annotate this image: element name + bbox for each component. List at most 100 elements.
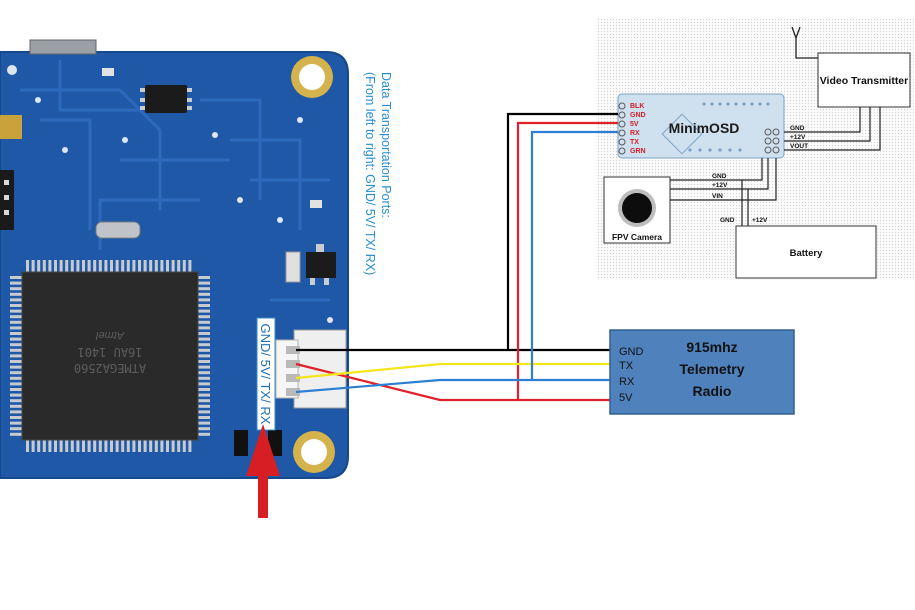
wire-rx — [295, 378, 610, 394]
camera-wire-label-12v: +12V — [712, 182, 728, 189]
chip-pin — [132, 440, 136, 452]
port-note: Data Transportation Ports: (From left to… — [363, 72, 393, 275]
wire-5v — [295, 362, 610, 402]
chip-pin — [59, 440, 63, 452]
chip-pin — [10, 309, 22, 313]
wire-rx-osd — [530, 130, 618, 380]
chip-pin — [10, 287, 22, 291]
wire-gnd-osd — [506, 112, 618, 350]
chip-pin — [104, 260, 108, 272]
chip-pin — [54, 440, 57, 452]
chip-pin — [10, 315, 22, 319]
battery-wire-label-12v: +12V — [752, 217, 768, 224]
chip-pin — [154, 260, 158, 272]
radio-pin-gnd: GND — [619, 346, 644, 358]
component-orange — [0, 115, 22, 139]
chip-pin — [59, 260, 63, 272]
chip-pin — [126, 440, 130, 452]
flight-controller-board: ATMEGA2560 16AU 1401 Atmel GND/ 5V/ TX/ … — [0, 39, 349, 479]
led-right — [268, 430, 282, 456]
wires — [295, 112, 618, 402]
chip-pin — [10, 427, 22, 431]
chip-pin — [10, 292, 22, 296]
chip-pin — [198, 371, 210, 375]
chip-pin — [198, 326, 210, 330]
camera-wire-label-gnd: GND — [712, 173, 727, 180]
chip-pin — [182, 260, 186, 272]
chip-pin — [48, 440, 52, 452]
chip-pin — [138, 440, 141, 452]
chip-pin — [198, 432, 210, 436]
chip-pin — [10, 326, 22, 330]
chip-pin — [182, 440, 186, 452]
wire-5v-osd — [516, 121, 618, 400]
chip-pin — [198, 332, 210, 335]
chip-pin — [198, 354, 210, 358]
chip-pin — [37, 440, 41, 452]
chip-pin — [10, 410, 22, 414]
chip-pin — [198, 348, 210, 352]
chip-pin — [110, 440, 113, 452]
chip-pin — [198, 427, 210, 431]
minimosd-title: MinimOSD — [669, 120, 740, 136]
radio-title-line1: 915mhz — [686, 339, 737, 355]
chip-pin — [198, 410, 210, 414]
chip-pin — [121, 260, 125, 272]
chip-pin — [31, 260, 35, 272]
chip-pin — [121, 440, 125, 452]
chip-pin — [10, 298, 22, 302]
minimosd-board — [617, 93, 785, 159]
chip-pin — [198, 276, 210, 279]
osd-pin-label: TX — [630, 139, 639, 146]
chip-pin — [54, 260, 57, 272]
chip-pin — [10, 320, 22, 324]
chip-pin — [10, 348, 22, 352]
chip-pin — [65, 260, 69, 272]
wire-tx — [295, 362, 610, 380]
chip-pin — [198, 421, 210, 425]
chip-pin — [10, 332, 22, 335]
chip-pin — [166, 440, 169, 452]
osd-pin-label: RX — [630, 130, 640, 137]
chip-pin — [10, 421, 22, 425]
chip-pin — [198, 360, 210, 363]
small-ic — [145, 85, 187, 113]
chip-pin — [160, 260, 164, 272]
chip-pin — [171, 260, 175, 272]
chip-pin — [87, 440, 91, 452]
chip-pin — [198, 365, 210, 369]
regulator — [306, 252, 336, 278]
chip-pin — [10, 393, 22, 397]
chip-pin — [110, 260, 113, 272]
chip-pin — [48, 260, 52, 272]
telemetry-radio: 915mhz Telemetry Radio GND TX RX 5V — [609, 329, 795, 415]
osd-pin-label: GRN — [630, 148, 646, 155]
chip-pin — [132, 260, 136, 272]
chip-pin — [198, 382, 210, 386]
radio-title-line3: Radio — [693, 383, 732, 399]
radio-pin-5v: 5V — [619, 392, 633, 404]
mounting-hole-bottom — [293, 431, 335, 473]
chip-brand: Atmel — [95, 329, 125, 341]
chip-pin — [154, 440, 158, 452]
chip-pin — [70, 260, 74, 272]
battery-box — [735, 225, 877, 279]
osd-panel: Video Transmitter MinimOSD BLKGND5VRXTXG… — [596, 18, 914, 280]
chip-pin — [93, 440, 97, 452]
crystal — [95, 221, 141, 239]
chip-pin — [104, 440, 108, 452]
camera-lens-icon — [618, 189, 656, 227]
chip-pin — [87, 260, 91, 272]
chip-pin — [76, 440, 80, 452]
chip-pin — [10, 354, 22, 358]
chip-pin — [188, 440, 192, 452]
chip-pin — [10, 343, 22, 347]
battery-wire-label-gnd: GND — [720, 217, 735, 224]
chip-pin — [10, 371, 22, 375]
chip-pin — [10, 388, 22, 391]
chip-pin — [198, 287, 210, 291]
port-note-line1: Data Transportation Ports: — [379, 72, 393, 218]
chip-marking-line2: 16AU 1401 — [77, 345, 142, 359]
chip-pin — [198, 298, 210, 302]
